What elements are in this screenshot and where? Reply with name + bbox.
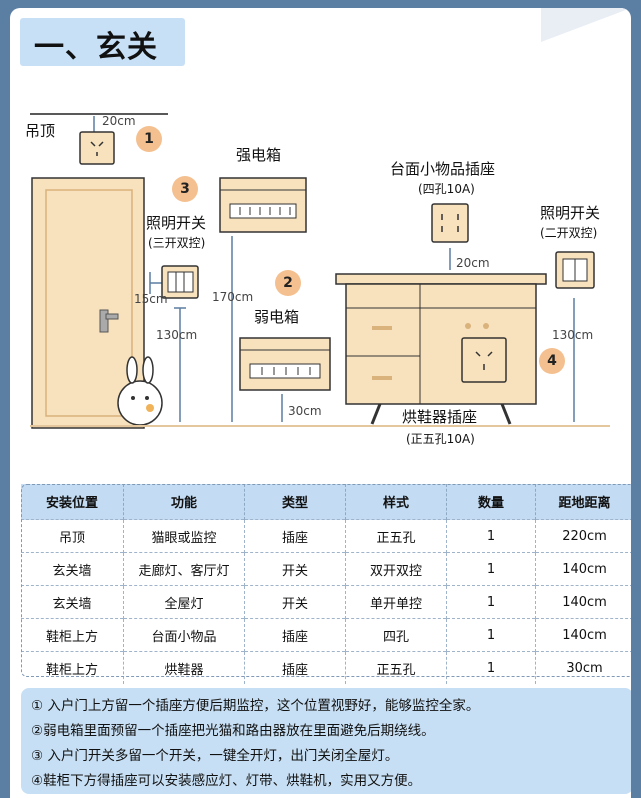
badge-2: 2 (275, 270, 301, 296)
cell-style: 四孔 (345, 618, 447, 652)
cell-function: 烘鞋器 (123, 651, 245, 684)
cell-height: 140cm (535, 618, 631, 652)
dim-15cm: 15cm (134, 292, 168, 306)
dim-20cm-mid: 20cm (456, 256, 490, 270)
cell-location: 玄关墙 (21, 552, 124, 586)
cell-height: 220cm (535, 519, 631, 553)
left-switch-sublabel: (三开双控) (148, 236, 206, 250)
header-type: 类型 (244, 484, 346, 520)
right-switch-label: 照明开关 (540, 204, 601, 222)
table-row: 吊顶 猫眼或监控 插座 正五孔 1 220cm (21, 519, 631, 553)
strong-box-label: 强电箱 (236, 146, 282, 164)
strong-box-icon (219, 177, 307, 233)
cell-quantity: 1 (446, 618, 536, 652)
cell-function: 全屋灯 (123, 585, 245, 619)
entryway-illustration (30, 113, 610, 429)
dim-130cm-left: 130cm (156, 328, 198, 342)
note-3: ③ 入户门开关多留一个开关，一键全开灯，出门关闭全屋灯。 (31, 748, 399, 764)
badge-1: 1 (136, 126, 162, 152)
cell-type: 开关 (244, 552, 346, 586)
info-card: 一、玄关 (10, 8, 631, 798)
page-corner-fold (541, 8, 631, 42)
table-header-row: 安装位置 功能 类型 样式 数量 距地距离 (21, 484, 631, 520)
cell-function: 台面小物品 (123, 618, 245, 652)
dim-170cm: 170cm (212, 290, 254, 304)
cell-height: 140cm (535, 552, 631, 586)
notes-box: ① 入户门上方留一个插座方便后期监控，这个位置视野好，能够监控全家。 ②弱电箱里… (21, 688, 631, 794)
header-quantity: 数量 (446, 484, 536, 520)
counter-socket-label: 台面小物品插座 (390, 160, 496, 178)
cell-style: 双开双控 (345, 552, 447, 586)
door-icon (31, 177, 145, 429)
page-title: 一、玄关 (34, 30, 158, 65)
cell-type: 插座 (244, 519, 346, 553)
cell-function: 走廊灯、客厅灯 (123, 552, 245, 586)
cell-quantity: 1 (446, 651, 536, 684)
cell-quantity: 1 (446, 519, 536, 553)
left-switch-label: 照明开关 (146, 214, 207, 232)
counter-socket-sublabel: (四孔10A) (418, 182, 475, 196)
spec-table: 安装位置 功能 类型 样式 数量 距地距离 吊顶 猫眼或监控 插座 正五孔 1 … (21, 484, 631, 684)
header-location: 安装位置 (21, 484, 124, 520)
cell-type: 插座 (244, 618, 346, 652)
cell-location: 鞋柜上方 (21, 618, 124, 652)
ceiling-label: 吊顶 (25, 122, 56, 140)
badge-3: 3 (172, 176, 198, 202)
right-switch-icon (555, 251, 595, 289)
cell-style: 正五孔 (345, 651, 447, 684)
cell-location: 鞋柜上方 (21, 651, 124, 684)
table-row: 鞋柜上方 烘鞋器 插座 正五孔 1 30cm (21, 651, 631, 684)
cell-location: 吊顶 (21, 519, 124, 553)
header-height: 距地距离 (535, 484, 631, 520)
cell-height: 30cm (535, 651, 631, 684)
shoe-dryer-socket-icon (461, 337, 507, 383)
counter-socket-icon (431, 203, 469, 243)
weak-box-label: 弱电箱 (254, 308, 300, 326)
shoe-dryer-socket-sublabel: (正五孔10A) (406, 432, 475, 446)
note-4: ④鞋柜下方得插座可以安装感应灯、灯带、烘鞋机，实用又方便。 (31, 773, 422, 789)
table-row: 玄关墙 走廊灯、客厅灯 开关 双开双控 1 140cm (21, 552, 631, 586)
cell-height: 140cm (535, 585, 631, 619)
cell-type: 开关 (244, 585, 346, 619)
weak-box-icon (239, 337, 331, 391)
rabbit-mascot-icon (117, 356, 163, 426)
right-switch-sublabel: (二开双控) (540, 226, 598, 240)
shoe-dryer-socket-label: 烘鞋器插座 (402, 408, 478, 426)
badge-4: 4 (539, 348, 565, 374)
cell-function: 猫眼或监控 (123, 519, 245, 553)
ceiling-socket-icon (79, 131, 115, 165)
cell-quantity: 1 (446, 552, 536, 586)
note-1: ① 入户门上方留一个插座方便后期监控，这个位置视野好，能够监控全家。 (31, 698, 480, 714)
cell-style: 单开单控 (345, 585, 447, 619)
cell-type: 插座 (244, 651, 346, 684)
header-function: 功能 (123, 484, 245, 520)
dim-30cm: 30cm (288, 404, 322, 418)
table-row: 鞋柜上方 台面小物品 插座 四孔 1 140cm (21, 618, 631, 652)
header-style: 样式 (345, 484, 447, 520)
title-highlight (20, 18, 185, 66)
dim-20cm-top: 20cm (102, 114, 136, 128)
cell-quantity: 1 (446, 585, 536, 619)
shoe-cabinet-icon (335, 273, 547, 425)
note-2: ②弱电箱里面预留一个插座把光猫和路由器放在里面避免后期绕线。 (31, 723, 435, 739)
cell-location: 玄关墙 (21, 585, 124, 619)
cell-style: 正五孔 (345, 519, 447, 553)
left-switch-icon (161, 265, 199, 299)
table-row: 玄关墙 全屋灯 开关 单开单控 1 140cm (21, 585, 631, 619)
dim-130cm-right: 130cm (552, 328, 594, 342)
